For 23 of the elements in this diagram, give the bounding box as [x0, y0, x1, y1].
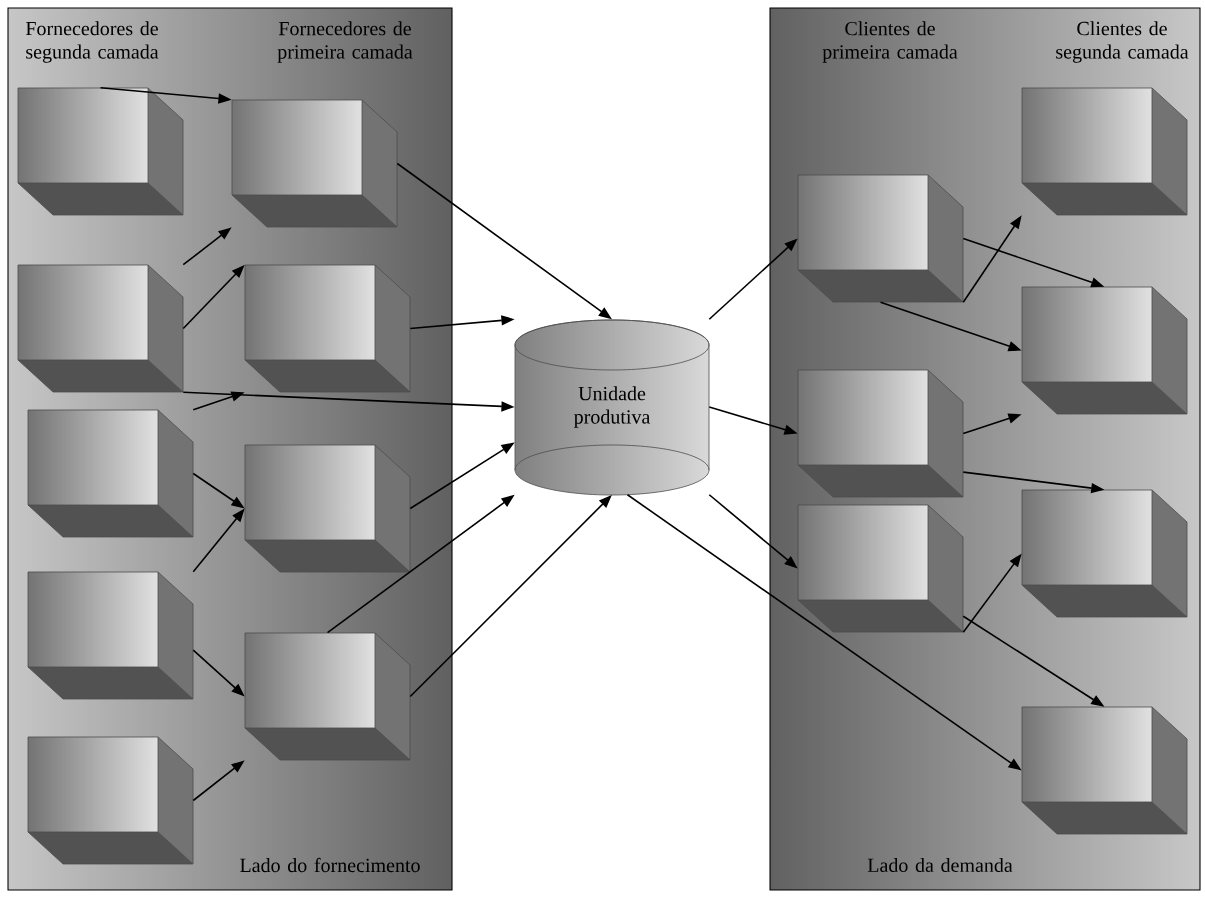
column-heading: Fornecedores de primeira camada	[277, 21, 413, 63]
cube	[231, 99, 398, 228]
cube	[244, 444, 411, 573]
cube	[797, 369, 964, 498]
cube	[27, 409, 194, 538]
cube	[797, 504, 964, 633]
column-heading: Fornecedores de segunda camada	[25, 21, 159, 63]
column-heading: Clientes de primeira camada	[822, 21, 958, 63]
footer-label: Lado do fornecimento	[240, 857, 420, 873]
cube	[27, 571, 194, 700]
cube	[244, 632, 411, 761]
cube	[27, 736, 194, 865]
cube	[1021, 706, 1188, 835]
cylinder: Unidade produtiva	[514, 319, 710, 496]
cube	[244, 264, 411, 393]
cube	[1021, 286, 1188, 415]
cube	[17, 87, 184, 216]
cube	[1021, 87, 1188, 216]
cube	[797, 174, 964, 303]
column-heading: Clientes de segunda camada	[1056, 21, 1189, 63]
cube	[1021, 489, 1188, 618]
footer-label: Lado da demanda	[867, 857, 1013, 872]
cube	[17, 264, 184, 393]
